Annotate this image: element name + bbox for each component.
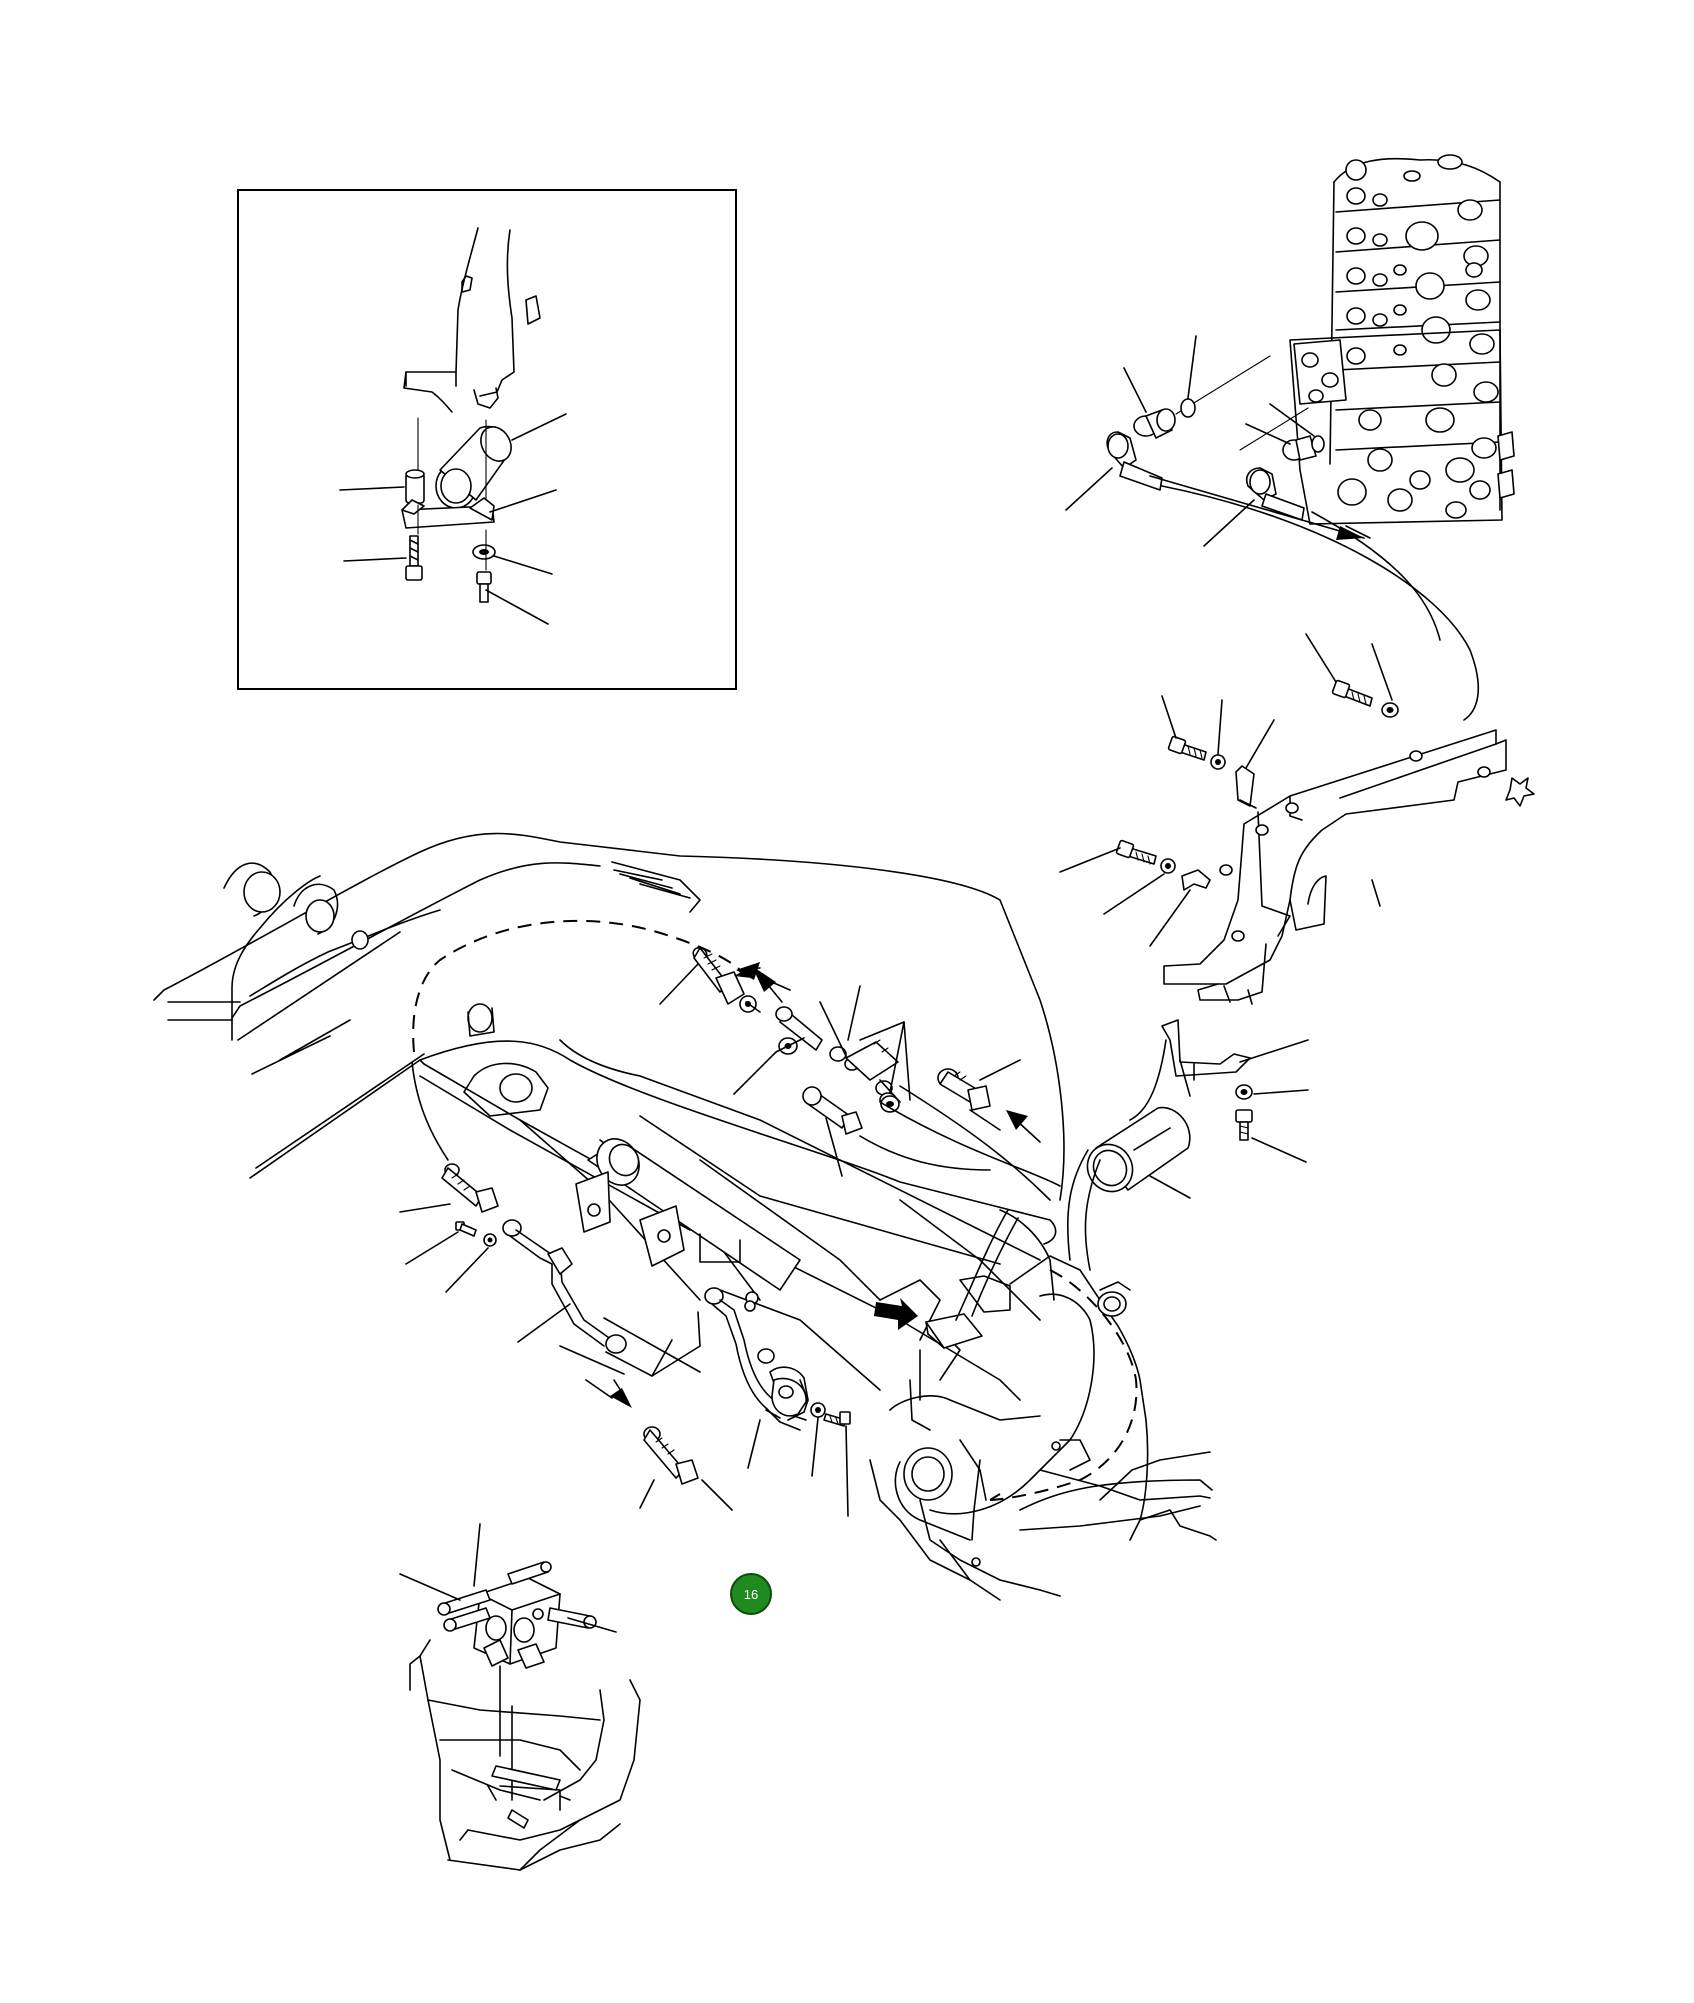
fitting-left-upper — [441, 1163, 499, 1213]
bolt-d — [1235, 1109, 1253, 1141]
o-ring-right — [1311, 435, 1325, 453]
clamp-right — [1161, 1019, 1251, 1077]
inset-hose — [435, 425, 512, 509]
bolt-b — [1167, 735, 1207, 761]
fitting-top-left — [692, 946, 745, 1005]
washer-left-small — [483, 1233, 497, 1247]
inset-bolt-left — [405, 535, 423, 581]
inset-leaders — [339, 413, 567, 625]
inset-bolt-right — [476, 571, 492, 603]
valve-ports — [1346, 187, 1499, 403]
o-ring-left — [1180, 398, 1196, 418]
fitting-right — [937, 1068, 991, 1111]
inset-bracket-arm — [403, 227, 541, 413]
adapter-right — [1282, 435, 1317, 461]
nut-right — [880, 1095, 900, 1113]
main-boom — [153, 832, 1065, 1401]
valve-leaders — [1065, 335, 1315, 547]
hose-run-lower — [1066, 1039, 1195, 1271]
clip-b — [1235, 765, 1257, 809]
bolt-a — [1331, 679, 1373, 707]
fitting-bottom — [643, 1426, 699, 1485]
inset-clamp-plate — [401, 497, 495, 529]
page-badge-label[interactable]: 16 — [744, 1587, 758, 1602]
inset-spacer — [405, 469, 425, 504]
bolt-right-small — [823, 1411, 851, 1427]
control-valve — [1175, 154, 1515, 525]
page-badge-circle[interactable] — [730, 1573, 772, 1615]
boom-cylinder — [575, 1138, 881, 1391]
boom-side-hoses — [399, 1061, 851, 1517]
washer-d — [1235, 1084, 1253, 1100]
page-badge[interactable]: 16 — [730, 1573, 772, 1615]
detail-inset — [237, 189, 737, 690]
washer-right-small — [810, 1402, 826, 1418]
bolt-c — [1115, 839, 1157, 865]
inset-frame — [237, 189, 737, 690]
boom-top-fittings — [659, 946, 1061, 1201]
washer-c — [1160, 858, 1176, 874]
washer-b — [1210, 754, 1226, 770]
pipe-right — [704, 1287, 809, 1431]
valve-lower-section — [1289, 329, 1515, 525]
clip-c — [1181, 869, 1211, 891]
hose-run-upper — [1161, 485, 1480, 721]
washer-a — [1381, 702, 1399, 718]
adapter-left — [1133, 408, 1176, 439]
bolt-left-small — [455, 1221, 477, 1237]
hose-routing-dashed — [412, 919, 1138, 1501]
bracket-hardware — [1059, 633, 1399, 1199]
manifold-detail — [399, 1523, 641, 1871]
mounting-bracket — [1163, 729, 1535, 1005]
boom-foot — [869, 1255, 1217, 1601]
pump-arrow — [874, 1209, 1019, 1401]
inset-washer — [472, 544, 496, 560]
valve-fittings — [1065, 335, 1371, 547]
star-mark-icon — [1505, 777, 1535, 807]
fitting-mid-lower — [802, 1086, 863, 1135]
elbow-right — [1245, 467, 1305, 521]
elbow-left — [1106, 431, 1163, 491]
hose-sleeve — [1086, 1106, 1191, 1193]
pipe-left — [502, 1219, 627, 1354]
